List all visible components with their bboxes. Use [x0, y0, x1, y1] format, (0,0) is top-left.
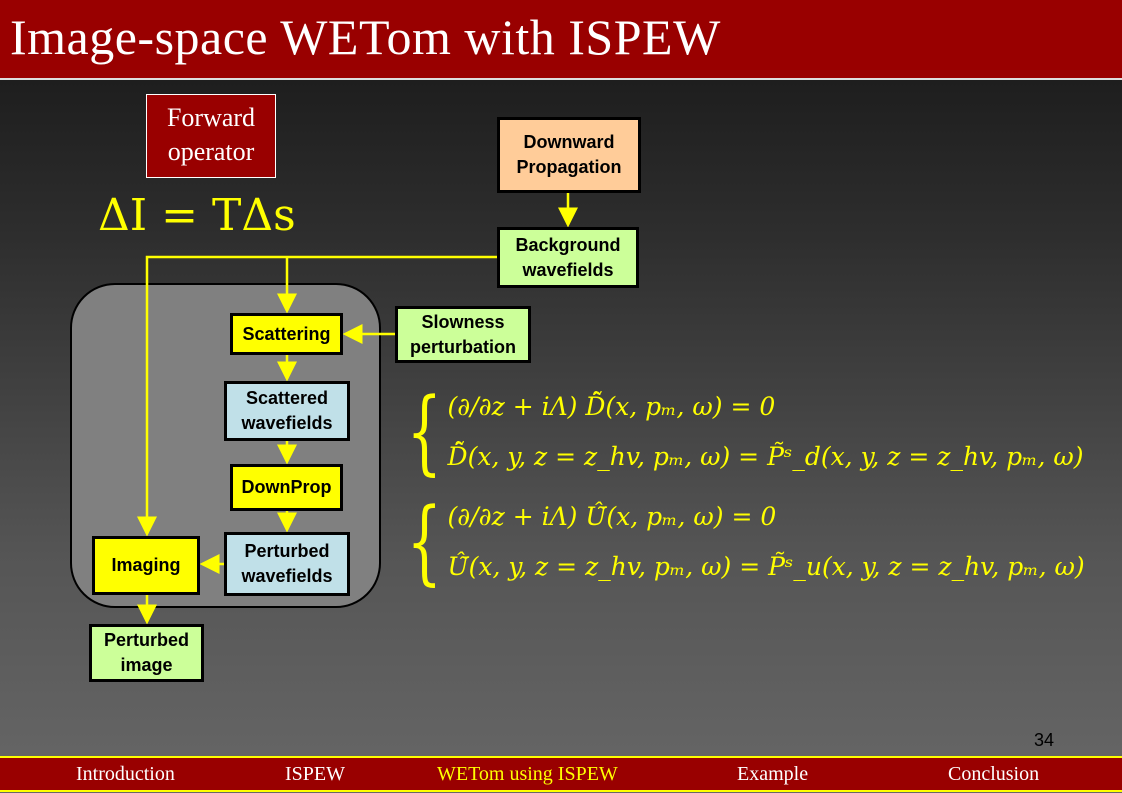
nav-introduction[interactable]: Introduction [76, 763, 175, 785]
title-bar: Image-space WETom with ISPEW [0, 0, 1122, 80]
scattered-wavefields-box: Scattered wavefields [224, 381, 350, 441]
brace: { [406, 378, 442, 485]
equation-d2: D̂̃(x, y, z = z_hv, pₘ, ω) = P̃ˢ_d(x, y,… [447, 442, 1084, 471]
nav-conclusion[interactable]: Conclusion [948, 763, 1040, 785]
page-number: 34 [1034, 730, 1055, 750]
footer-nav: Introduction ISPEW WETom using ISPEW Exa… [0, 756, 1122, 792]
slowness-perturbation-box: Slowness perturbation [395, 306, 531, 363]
downgoing-system: { (∂/∂z + iΛ) D̂̃(x, pₘ, ω) = 0 D̂̃(x, y… [395, 382, 1085, 482]
main-equation: ΔI = TΔs [98, 190, 296, 241]
downprop-box: DownProp [230, 464, 343, 511]
equations: { (∂/∂z + iΛ) D̂̃(x, pₘ, ω) = 0 D̂̃(x, y… [395, 382, 1085, 602]
equation-d1: (∂/∂z + iΛ) D̂̃(x, pₘ, ω) = 0 [447, 392, 776, 421]
downward-propagation-box: Downward Propagation [497, 117, 641, 193]
nav-ispew[interactable]: ISPEW [285, 763, 345, 785]
arrow-background-to-imaging [137, 255, 497, 537]
perturbed-wavefields-box: Perturbed wavefields [224, 532, 350, 596]
imaging-box: Imaging [92, 536, 200, 595]
slide-title: Image-space WETom with ISPEW [10, 9, 721, 65]
forward-operator-label: Forward operator [146, 94, 276, 178]
equation-u2: Û̃(x, y, z = z_hv, pₘ, ω) = P̃ˢ_u(x, y, … [447, 552, 1085, 581]
nav-wetom-using-ispew[interactable]: WETom using ISPEW [437, 763, 618, 785]
perturbed-image-box: Perturbed image [89, 624, 204, 682]
upgoing-system: { (∂/∂z + iΛ) Û̃(x, pₘ, ω) = 0 Û̃(x, y, … [395, 492, 1085, 592]
background-wavefields-box: Background wavefields [497, 227, 639, 288]
nav-example[interactable]: Example [737, 763, 809, 785]
brace: { [406, 488, 442, 595]
equation-u1: (∂/∂z + iΛ) Û̃(x, pₘ, ω) = 0 [447, 502, 777, 531]
scattering-box: Scattering [230, 313, 343, 355]
